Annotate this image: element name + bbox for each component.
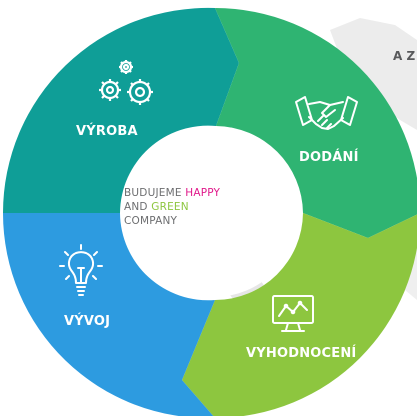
center-circle <box>130 129 298 297</box>
slogan-happy: HAPPY <box>185 187 221 199</box>
segment-label-vyvoj: VÝVOJ <box>64 314 111 329</box>
segment-label-vyroba: VÝROBA <box>76 124 138 139</box>
segment-label-vyhodnoceni: VYHODNOCENÍ <box>246 346 357 361</box>
lightbulb-icon <box>59 244 103 296</box>
segment-label-dodani: DODÁNÍ <box>299 150 359 165</box>
slogan-line1-prefix: BUDUJEME <box>124 187 186 199</box>
slogan-line2-prefix: AND <box>124 201 152 213</box>
slogan-line-2: AND GREEN <box>124 200 294 214</box>
center-slogan: BUDUJEME HAPPY AND GREEN COMPANY <box>124 186 294 228</box>
handshake-icon <box>295 96 358 130</box>
clipped-heading-fragment: A Z <box>393 49 416 63</box>
gears-icon <box>99 60 153 105</box>
segment-vyhodnoceni <box>182 213 417 416</box>
slogan-green: GREEN <box>151 201 189 213</box>
slogan-line-1: BUDUJEME HAPPY <box>124 186 294 200</box>
slogan-line-3: COMPANY <box>124 215 178 227</box>
segment-vyroba <box>2 7 239 213</box>
monitor-chart-icon <box>272 295 314 332</box>
segment-vyvoj <box>3 213 215 416</box>
